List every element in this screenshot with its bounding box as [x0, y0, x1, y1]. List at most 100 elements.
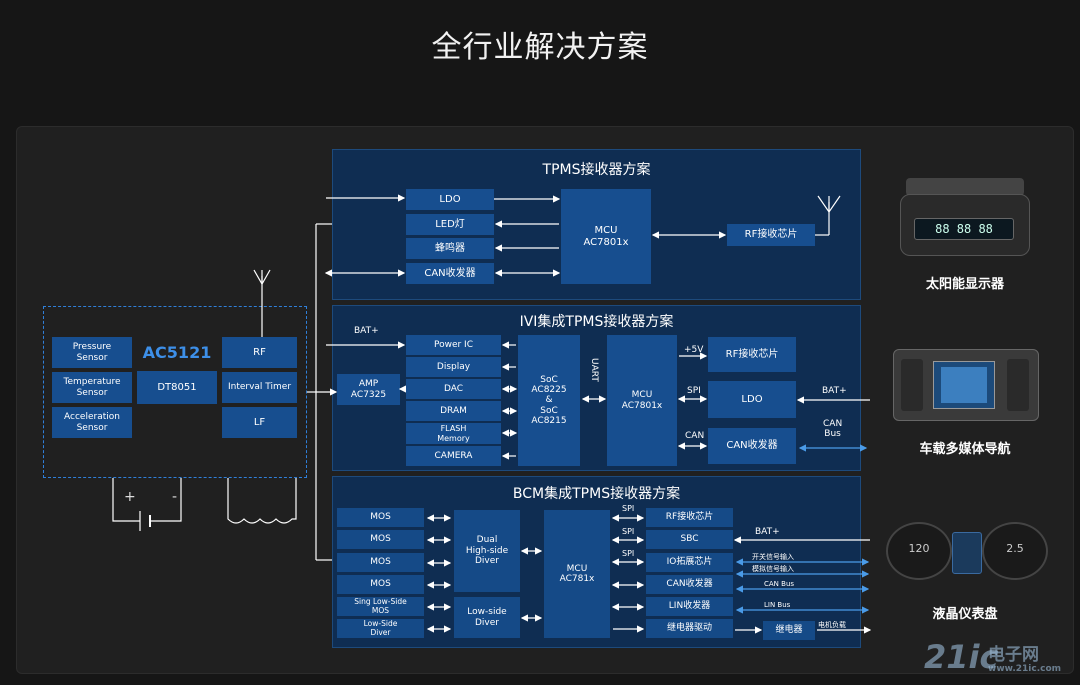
ivi-dram-label: DRAM	[440, 405, 467, 416]
tpms-led-label: LED灯	[435, 218, 465, 230]
ivi-display-label: Display	[436, 361, 471, 372]
bcm-relay-label: 继电器	[775, 625, 803, 636]
ivi-amp-label: AMP AC7325	[350, 379, 387, 400]
core-box: DT8051	[137, 371, 217, 404]
tpms-ldo: LDO	[406, 189, 494, 210]
bcm-low-diver: Low-side Diver	[454, 597, 520, 638]
ivi-soc-label: SoC AC8225 & SoC AC8215	[531, 374, 567, 427]
bcm-low-mos-label: Low-Side Diver	[363, 618, 398, 637]
cluster-image: 120 2.5	[886, 520, 1048, 582]
page-title: 全行业解决方案	[431, 30, 649, 65]
ivi-mcu-label: MCU AC7801x	[621, 390, 663, 411]
solar-display-label: 太阳能显示器	[925, 277, 1004, 292]
nav-unit-image	[893, 345, 1039, 423]
bcm-dual-label: Dual High-side Diver	[465, 535, 509, 567]
ivi-flash-label: FLASH Memory	[437, 424, 470, 443]
ivi-dac: DAC	[406, 379, 501, 399]
ivi-mcu: MCU AC7801x	[607, 335, 677, 466]
temperature-sensor: Temperature Sensor	[52, 372, 132, 403]
chip-area	[43, 306, 307, 478]
bcm-mos-1: MOS	[337, 508, 424, 527]
bcm-mcu-label: MCU AC781x	[559, 563, 595, 584]
watermark-url: www.21ic.com	[988, 664, 1062, 674]
bcm-spi-2: SPI	[622, 527, 635, 536]
bcm-relay-drv: 继电器驱动	[646, 619, 733, 638]
bcm-spi-3: SPI	[622, 549, 635, 558]
watermark-cn: 电子网	[988, 645, 1039, 665]
bcm-switch-in: 开关信号输入	[752, 553, 794, 561]
bcm-relay-drv-label: 继电器驱动	[666, 623, 712, 634]
bcm-low-mos: Low-Side Diver	[337, 619, 424, 638]
ivi-rf: RF接收芯片	[708, 337, 796, 372]
pressure-sensor-label: Pressure Sensor	[72, 342, 115, 363]
cluster-label: 液晶仪表盘	[932, 607, 998, 622]
ivi-5v-label: +5V	[684, 345, 704, 355]
temperature-sensor-label: Temperature Sensor	[63, 377, 121, 398]
bcm-can-bus: CAN Bus	[764, 580, 795, 588]
ivi-can-label-box: CAN收发器	[726, 440, 778, 452]
cluster-left-gauge: 120	[908, 542, 930, 555]
solar-display-image: 88 88 88	[900, 178, 1030, 258]
ivi-rf-label: RF接收芯片	[725, 348, 779, 360]
ivi-bat-right: BAT+	[822, 386, 847, 396]
bcm-mos-2: MOS	[337, 530, 424, 549]
bcm-sing-low-label: Sing Low-Side MOS	[354, 596, 407, 615]
ivi-dram: DRAM	[406, 401, 501, 421]
core-label: DT8051	[157, 381, 197, 393]
bcm-mos-3: MOS	[337, 553, 424, 572]
rf-block: RF	[222, 337, 297, 368]
ivi-camera: CAMERA	[406, 446, 501, 466]
bcm-sing-low: Sing Low-Side MOS	[337, 597, 424, 616]
ivi-ldo: LDO	[708, 381, 796, 418]
acceleration-sensor: Acceleration Sensor	[52, 407, 132, 438]
bcm-motor: 电机负载	[818, 621, 846, 629]
ivi-bat-label: BAT+	[354, 326, 379, 336]
nav-unit-label: 车载多媒体导航	[919, 442, 1011, 457]
tpms-led: LED灯	[406, 214, 494, 235]
bcm-io: IO拓展芯片	[646, 553, 733, 572]
ivi-ldo-label: LDO	[741, 393, 763, 405]
tpms-can-label: CAN收发器	[424, 267, 476, 279]
bcm-analog-in: 模拟信号输入	[752, 565, 794, 573]
timer-block: Interval Timer	[222, 372, 297, 403]
ivi-title: IVI集成TPMS接收器方案	[519, 314, 674, 330]
ivi-uart-text: UART	[589, 358, 599, 382]
rf-label: RF	[253, 346, 266, 358]
bcm-dual-diver: Dual High-side Diver	[454, 510, 520, 592]
timer-label: Interval Timer	[227, 382, 292, 393]
lf-label: LF	[253, 416, 266, 428]
bcm-can: CAN收发器	[646, 575, 733, 594]
bcm-lin: LIN收发器	[646, 597, 733, 616]
ivi-flash: FLASH Memory	[406, 423, 501, 444]
bcm-mos-2-label: MOS	[370, 534, 391, 545]
lf-block: LF	[222, 407, 297, 438]
bcm-rf-label: RF接收芯片	[665, 512, 714, 523]
chip-name: AC5121	[142, 343, 212, 362]
bcm-lin-bus: LIN Bus	[764, 601, 791, 609]
tpms-mcu-label: MCU AC7801x	[583, 225, 629, 248]
tpms-rf-label: RF接收芯片	[744, 229, 798, 241]
bcm-mos-3-label: MOS	[370, 557, 391, 568]
ivi-uart-label: UART	[585, 358, 599, 382]
ivi-power-ic: Power IC	[406, 335, 501, 355]
bcm-mos-4: MOS	[337, 575, 424, 594]
ivi-can-label: CAN	[685, 431, 705, 441]
solar-lcd: 88 88 88	[914, 218, 1014, 240]
tpms-buzzer: 蜂鸣器	[406, 238, 494, 259]
ivi-display: Display	[406, 357, 501, 377]
bcm-lin-label: LIN收发器	[668, 601, 711, 612]
ivi-soc: SoC AC8225 & SoC AC8215	[518, 335, 580, 466]
tpms-rf: RF接收芯片	[727, 224, 815, 246]
bcm-bat: BAT+	[755, 527, 780, 537]
bcm-sbc: SBC	[646, 530, 733, 549]
bcm-low-diver-label: Low-side Diver	[467, 607, 507, 628]
bcm-relay: 继电器	[763, 621, 815, 640]
bcm-can-label: CAN收发器	[666, 579, 713, 590]
bcm-mos-4-label: MOS	[370, 579, 391, 590]
ivi-dac-label: DAC	[443, 383, 464, 394]
tpms-can: CAN收发器	[406, 263, 494, 284]
bcm-io-label: IO拓展芯片	[666, 557, 713, 568]
ivi-can: CAN收发器	[708, 428, 796, 464]
bcm-rf: RF接收芯片	[646, 508, 733, 527]
